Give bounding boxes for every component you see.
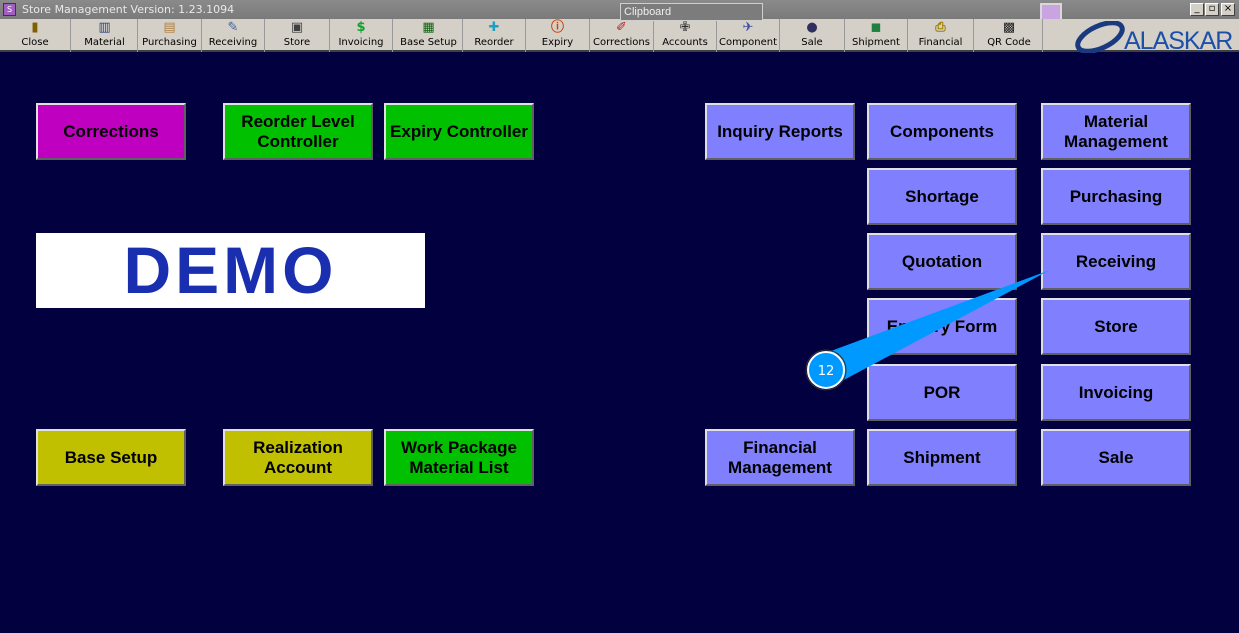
purchasing-icon: ▤	[163, 20, 176, 35]
toolbar-receiving[interactable]: ✎ Receiving	[202, 19, 265, 52]
toolbar-label: Sale	[801, 37, 823, 48]
receiving-icon: ✎	[227, 20, 239, 35]
toolbar-reorder[interactable]: ✚ Reorder	[463, 19, 526, 52]
airplane-icon: ✈	[742, 20, 754, 35]
toolbar-financial[interactable]: ⎙ Financial	[908, 19, 974, 52]
work-package-material-list-button[interactable]: Work Package Material List	[384, 429, 534, 486]
window-title: Store Management Version: 1.23.1094	[22, 3, 235, 16]
toolbar-label: Store	[283, 37, 311, 48]
toolbar-label: Material	[84, 37, 125, 48]
toolbar-sale[interactable]: ● Sale	[780, 19, 845, 52]
toolbar-label: Expiry	[541, 37, 574, 48]
shipment-button[interactable]: Shipment	[867, 429, 1017, 486]
toolbar-label: Purchasing	[142, 37, 197, 48]
toolbar-component[interactable]: ✈ Component	[717, 19, 780, 52]
alaskar-logo: ALASKAR	[1072, 21, 1237, 55]
toolbar-label: QR Code	[987, 37, 1031, 48]
minimize-button[interactable]: _	[1190, 3, 1204, 16]
callout-circle	[807, 351, 845, 389]
store-icon: ▣	[290, 20, 304, 35]
printer-icon: ⎙	[935, 20, 946, 35]
material-icon: ▥	[98, 20, 111, 35]
enquiry-form-button[interactable]: Enquiry Form	[867, 298, 1017, 355]
quotation-button[interactable]: Quotation	[867, 233, 1017, 290]
sale-icon: ●	[806, 20, 818, 35]
inquiry-reports-button[interactable]: Inquiry Reports	[705, 103, 855, 160]
table-icon: ▦	[422, 20, 435, 35]
invoicing-button[interactable]: Invoicing	[1041, 364, 1191, 421]
toolbar-label: Corrections	[593, 37, 650, 48]
toolbar-label: Shipment	[852, 37, 900, 48]
base-setup-button[interactable]: Base Setup	[36, 429, 186, 486]
toolbar-label: Reorder	[474, 37, 514, 48]
receiving-button[interactable]: Receiving	[1041, 233, 1191, 290]
toolbar-store[interactable]: ▣ Store	[265, 19, 330, 52]
toolbar-invoicing[interactable]: $ Invoicing	[330, 19, 393, 52]
realization-account-button[interactable]: Realization Account	[223, 429, 373, 486]
store-button[interactable]: Store	[1041, 298, 1191, 355]
demo-banner: DEMO	[36, 233, 425, 308]
toolbar-close[interactable]: ▮ Close	[0, 19, 71, 52]
toolbar-corrections[interactable]: ✐ Corrections	[590, 19, 654, 52]
material-management-button[interactable]: Material Management	[1041, 103, 1191, 160]
corrections-icon: ✐	[616, 20, 627, 35]
app-icon: S	[3, 3, 16, 16]
callout-number: 12	[818, 364, 835, 379]
info-icon: ⓘ	[550, 20, 564, 35]
dollar-icon: $	[356, 20, 366, 35]
shortage-button[interactable]: Shortage	[867, 168, 1017, 225]
components-button[interactable]: Components	[867, 103, 1017, 160]
corrections-button[interactable]: Corrections	[36, 103, 186, 160]
restore-button[interactable]: ▫	[1205, 3, 1219, 16]
sale-button[interactable]: Sale	[1041, 429, 1191, 486]
toolbar-accounts[interactable]: ✙ Accounts	[654, 19, 717, 52]
financial-management-button[interactable]: Financial Management	[705, 429, 855, 486]
close-window-button[interactable]: ×	[1221, 3, 1235, 16]
por-button[interactable]: POR	[867, 364, 1017, 421]
accounts-icon: ✙	[679, 20, 691, 35]
toolbar: ▮Close ▥Material ▤Purchasing ✎Receiving …	[0, 19, 1239, 52]
clipboard-tooltip: Clipboard	[620, 3, 763, 21]
title-bar: S Store Management Version: 1.23.1094 _ …	[0, 0, 1239, 19]
toolbar-label: Receiving	[208, 37, 258, 48]
reorder-level-controller-button[interactable]: Reorder Level Controller	[223, 103, 373, 160]
toolbar-label: Invoicing	[338, 37, 384, 48]
toolbar-label: Financial	[918, 37, 963, 48]
door-exit-icon: ▮	[31, 20, 39, 35]
toolbar-qr-code[interactable]: ▩ QR Code	[976, 19, 1043, 52]
toolbar-purchasing[interactable]: ▤ Purchasing	[138, 19, 202, 52]
expiry-controller-button[interactable]: Expiry Controller	[384, 103, 534, 160]
toolbar-label: Accounts	[662, 37, 708, 48]
purchasing-button[interactable]: Purchasing	[1041, 168, 1191, 225]
toolbar-label: Base Setup	[400, 37, 457, 48]
toolbar-label: Component	[718, 37, 778, 48]
qr-code-icon: ▩	[1002, 20, 1016, 35]
truck-icon: ◼	[870, 20, 882, 35]
toolbar-base-setup[interactable]: ▦ Base Setup	[395, 19, 463, 52]
logo-text: ALASKAR	[1124, 27, 1233, 55]
toolbar-material[interactable]: ▥ Material	[72, 19, 138, 52]
toolbar-label: Close	[21, 37, 49, 48]
logo-swirl-icon	[1075, 21, 1125, 53]
toolbar-shipment[interactable]: ◼ Shipment	[845, 19, 908, 52]
plus-icon: ✚	[488, 20, 500, 35]
